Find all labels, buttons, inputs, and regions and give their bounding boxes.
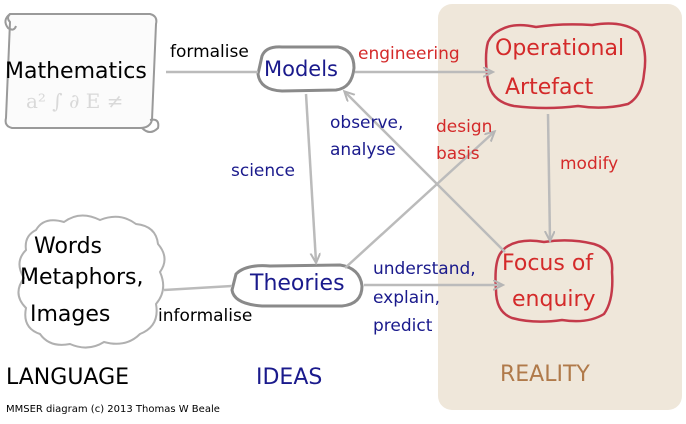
edge-informalise: [163, 284, 233, 292]
operational-artefact-label-line2: Artefact: [505, 75, 594, 100]
svg-text:a² ∫ ∂ E ≠: a² ∫ ∂ E ≠: [26, 89, 124, 113]
edge-modify: [548, 113, 550, 240]
scroll-icon: a² ∫ ∂ E ≠: [4, 13, 160, 133]
design-basis-label-line2: basis: [436, 144, 480, 164]
design-basis-label-line1: design: [436, 117, 493, 137]
observe-label-line2: analyse: [330, 140, 396, 160]
modify-label: modify: [560, 154, 619, 174]
engineering-label: engineering: [358, 44, 460, 64]
mathematics-label: Mathematics: [5, 59, 147, 84]
operational-artefact-label-line1: Operational: [495, 36, 625, 61]
words-label-line3: Images: [30, 302, 111, 327]
copyright-footer: MMSER diagram (c) 2013 Thomas W Beale: [6, 404, 220, 415]
understand-label-line1: understand,: [373, 259, 476, 279]
formalise-label: formalise: [170, 42, 249, 62]
ideas-column-label: IDEAS: [256, 365, 323, 390]
science-label: science: [231, 161, 295, 181]
focus-of-enquiry-label-line1: Focus of: [502, 251, 594, 276]
edge-science: [304, 93, 316, 262]
words-label-line1: Words: [34, 234, 103, 259]
words-label-line2: Metaphors,: [20, 265, 144, 290]
edge-design-basis: [344, 132, 494, 269]
observe-label-line1: observe,: [330, 113, 404, 133]
understand-label-line2: explain,: [373, 288, 441, 308]
language-column-label: LANGUAGE: [6, 365, 130, 390]
words-cloud-outline: [17, 214, 166, 349]
focus-of-enquiry-label-line2: enquiry: [512, 287, 596, 312]
edge-observe-analyse: [345, 92, 506, 253]
models-label: Models: [264, 57, 338, 81]
reality-column-label: REALITY: [500, 362, 590, 387]
models-node-outline: [256, 45, 356, 93]
understand-label-line3: predict: [373, 316, 433, 336]
theories-node-outline: [230, 263, 364, 308]
focus-of-enquiry-outline: [494, 239, 614, 323]
informalise-label: informalise: [158, 306, 253, 326]
theories-label: Theories: [250, 271, 345, 296]
